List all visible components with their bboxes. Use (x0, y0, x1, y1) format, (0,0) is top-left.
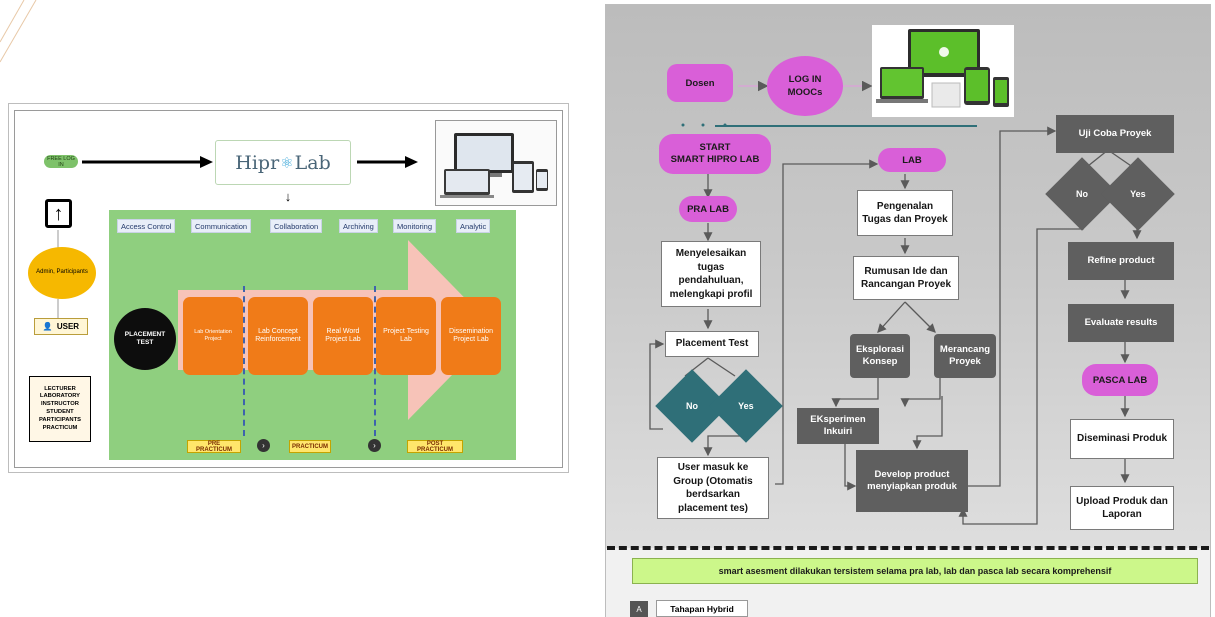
decision-no-2-label: No (1076, 189, 1088, 199)
phase-pre-practicum: PRE PRACTICUM (187, 440, 241, 453)
diseminasi-box: Diseminasi Produk (1070, 419, 1174, 459)
chevron-right-icon: › (257, 439, 270, 452)
rumusan-box: Rumusan Ide dan Rancangan Proyek (853, 256, 959, 300)
decision-yes-label: Yes (738, 401, 754, 411)
evaluate-box: Evaluate results (1068, 304, 1174, 342)
connector-line (57, 299, 59, 319)
atom-icon: ⚛ (280, 153, 294, 172)
decision-yes-2-label: Yes (1130, 189, 1146, 199)
stage-lab-orientation: Lab Orientation Project (183, 297, 243, 375)
free-login-badge: FREE LOG IN (44, 155, 78, 168)
devices-image (872, 25, 1014, 117)
stage-dissemination: Dissemination Project Lab (441, 297, 501, 375)
stage-real-word-project: Real Word Project Lab (313, 297, 373, 375)
pengenalan-box: Pengenalan Tugas dan Proyek (857, 190, 953, 236)
merancang-box: Merancang Proyek (934, 334, 996, 378)
assessment-banner: smart asesment dilakukan tersistem selam… (632, 558, 1198, 584)
admin-participants-circle: Admin, Participants (28, 247, 96, 299)
roles-box: LECTURER LABORATORY INSTRUCTOR STUDENT P… (29, 376, 91, 442)
devices-icon (440, 133, 548, 198)
corner-decoration (0, 0, 37, 63)
pasca-lab-node: PASCA LAB (1082, 364, 1158, 396)
connector-line (57, 230, 59, 250)
eksperimen-box: EKsperimen Inkuiri (797, 408, 879, 444)
header-communication: Communication (191, 219, 252, 233)
upload-box: Upload Produk dan Laporan (1070, 486, 1174, 530)
user-icon: 👤 (42, 322, 53, 331)
lab-node: LAB (878, 148, 946, 172)
user-label: USER (56, 322, 80, 331)
green-devices-icon (876, 29, 1009, 108)
phase-practicum: PRACTICUM (289, 440, 331, 453)
phase-divider-1 (243, 286, 245, 436)
header-monitoring: Monitoring (393, 219, 437, 233)
header-archiving: Archiving (339, 219, 378, 233)
pra-lab-node: PRA LAB (679, 196, 737, 222)
eksplorasi-box: Eksplorasi Konsep (850, 334, 910, 378)
start-node: START SMART HIPRO LAB (659, 134, 771, 174)
placement-test-circle: PLACEMENT TEST (114, 308, 176, 370)
group-box: User masuk ke Group (Otomatis berdsarkan… (657, 457, 769, 519)
login-arrow (82, 156, 213, 168)
devices-image (435, 120, 557, 206)
decision-no-label: No (686, 401, 698, 411)
tugas-box: Menyelesaikan tugas pendahuluan, melengk… (661, 241, 761, 307)
header-analytic: Analytic (456, 219, 491, 233)
stage-project-testing: Project Testing Lab (376, 297, 436, 375)
hybrid-label: Tahapan Hybrid (656, 600, 748, 617)
refine-box: Refine product (1068, 242, 1174, 280)
dosen-node: Dosen (667, 64, 733, 102)
phase-divider-2 (374, 286, 376, 436)
header-collaboration: Collaboration (270, 219, 323, 233)
chevron-right-icon: › (368, 439, 381, 452)
uji-coba-box: Uji Coba Proyek (1056, 115, 1174, 153)
develop-box: Develop product menyiapkan produk (856, 450, 968, 512)
user-box: 👤USER (34, 318, 88, 335)
logo-text-prefix: Hipr (235, 151, 280, 174)
login-moocs-node: LOG IN MOOCs (767, 56, 843, 116)
hiprolab-logo: Hipr⚛Lab (215, 140, 351, 185)
placement-test-box: Placement Test (665, 331, 759, 357)
phase-post-practicum: POST PRACTICUM (407, 440, 463, 453)
upload-icon: ↑ (45, 199, 72, 228)
dashed-divider (607, 546, 1209, 550)
logo-to-devices-arrow (357, 156, 418, 168)
hybrid-icon: A (630, 601, 648, 617)
stage-lab-concept: Lab Concept Reinforcement (248, 297, 308, 375)
logo-text-suffix: Lab (294, 151, 331, 174)
header-access-control: Access Control (117, 219, 176, 233)
down-arrow-icon: ↓ (284, 188, 292, 204)
